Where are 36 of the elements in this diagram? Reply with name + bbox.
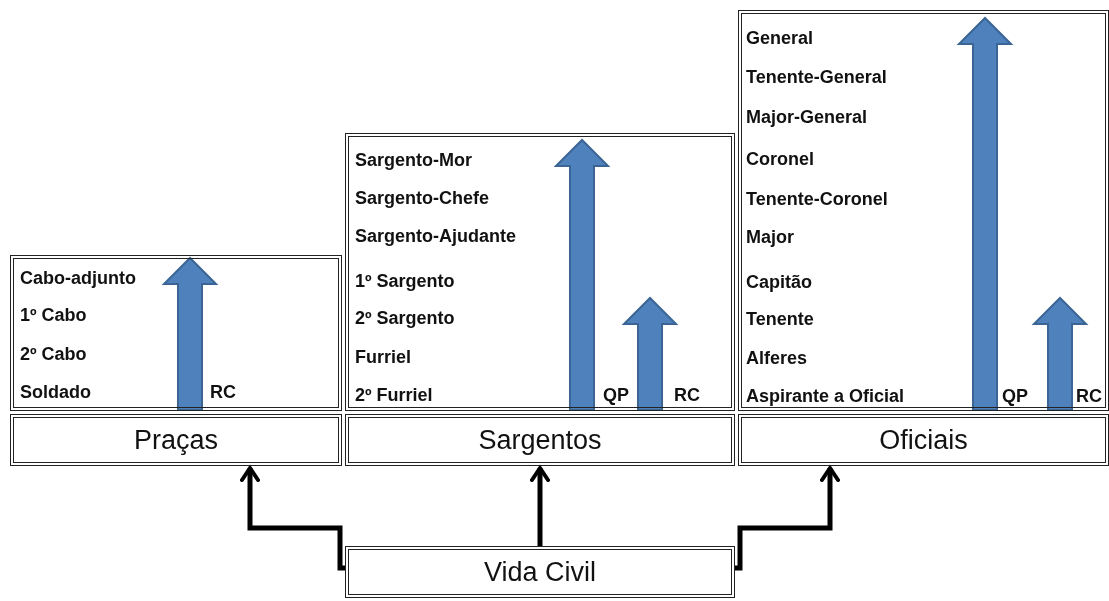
rank-panel [10,255,342,411]
rank-name: Major-General [746,106,868,128]
rank-name: Major [746,226,794,248]
category-box: Vida Civil [345,546,735,598]
rank-name: 2º Cabo [20,343,87,365]
track-label: RC [210,381,236,403]
rank-name: Tenente-General [746,66,887,88]
rank-name: Alferes [746,347,808,369]
track-label: QP [1002,385,1028,407]
track-label: QP [603,384,629,406]
rank-name: Capitão [746,271,812,293]
rank-panel [738,10,1109,411]
rank-name: Tenente [746,308,814,330]
rank-name: 2º Sargento [355,307,455,329]
category-box: Praças [10,414,342,466]
rank-name: Tenente-Coronel [746,188,888,210]
rank-name: General [746,27,814,49]
category-box: Sargentos [345,414,735,466]
arrow [240,466,345,571]
track-label: RC [1076,385,1102,407]
rank-name: 2º Furriel [355,384,433,406]
rank-name: 1º Cabo [20,304,87,326]
rank-name: Furriel [355,346,411,368]
rank-name: Sargento-Mor [355,149,472,171]
category-box: Oficiais [738,414,1109,466]
rank-name: 1º Sargento [355,270,455,292]
rank-name: Cabo-adjunto [20,267,136,289]
rank-name: Sargento-Chefe [355,187,489,209]
track-label: RC [674,384,700,406]
rank-name: Coronel [746,148,814,170]
rank-name: Aspirante a Oficial [746,385,905,407]
rank-name: Sargento-Ajudante [355,225,516,247]
arrow [735,466,840,571]
rank-panel [345,133,735,411]
rank-name: Soldado [20,381,91,403]
arrow [530,466,550,546]
